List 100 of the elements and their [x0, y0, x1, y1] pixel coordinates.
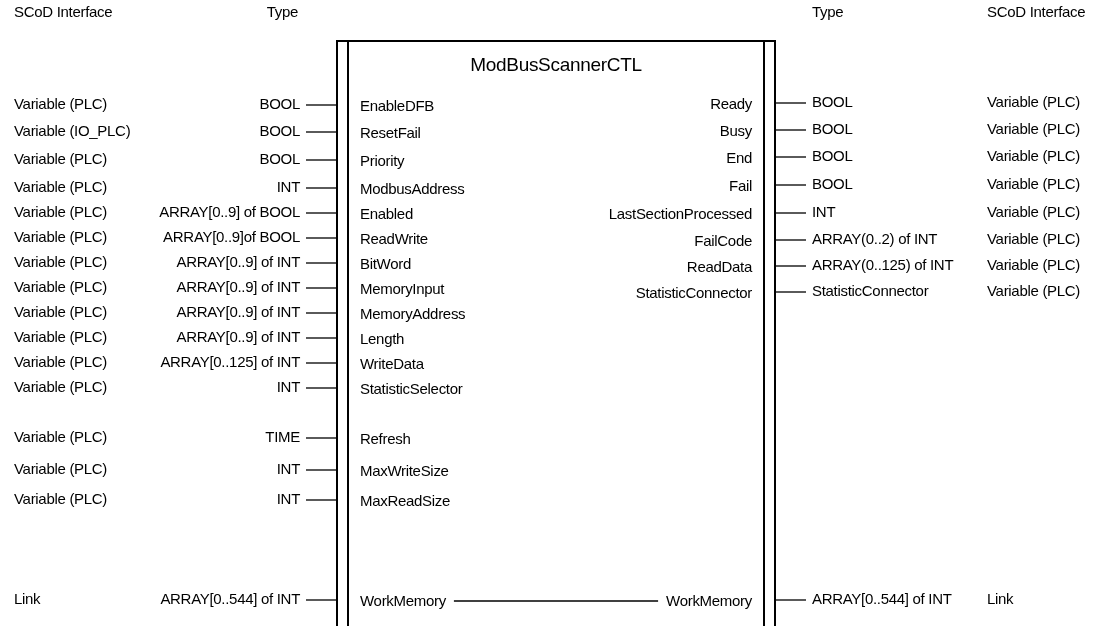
data-type: ARRAY[0..9] of INT: [176, 328, 306, 346]
interface-label: Variable (PLC): [14, 353, 108, 371]
data-type: BOOL: [806, 120, 853, 138]
wire: [305, 599, 337, 601]
input-pin-name: MemoryAddress: [336, 305, 474, 323]
wire: [775, 129, 807, 131]
input-pin-name: WriteData: [336, 355, 432, 373]
wire: [775, 291, 807, 293]
data-type: BOOL: [259, 150, 306, 168]
interface-label: Variable (PLC): [14, 253, 108, 271]
input-pin-name: Priority: [336, 152, 413, 170]
wire: [305, 287, 337, 289]
data-type: BOOL: [259, 95, 306, 113]
interface-label: Variable (PLC): [987, 230, 1081, 248]
column-header: Type: [812, 3, 844, 21]
output-pin-name: FailCode: [686, 232, 776, 250]
data-type: ARRAY[0..544] of INT: [806, 590, 952, 608]
wire: [305, 337, 337, 339]
wire: [775, 239, 807, 241]
interface-label: Variable (PLC): [14, 278, 108, 296]
input-pin-name: ResetFail: [336, 124, 429, 142]
wire: [305, 387, 337, 389]
wire: [305, 312, 337, 314]
input-pin-name: Enabled: [336, 205, 421, 223]
interface-label: Variable (PLC): [14, 203, 108, 221]
wire: [775, 102, 807, 104]
wire: [305, 469, 337, 471]
wire: [775, 156, 807, 158]
output-pin-name: End: [718, 149, 776, 167]
input-pin-name: MemoryInput: [336, 280, 453, 298]
input-pin-name: EnableDFB: [336, 97, 442, 115]
data-type: StatisticConnector: [806, 282, 929, 300]
wire: [775, 599, 807, 601]
wire: [305, 104, 337, 106]
input-pin-name: Length: [336, 330, 413, 348]
column-header: SCoD Interface: [14, 3, 113, 21]
wire: [305, 159, 337, 161]
interface-label: Variable (PLC): [14, 178, 108, 196]
input-pin-name: MaxReadSize: [336, 492, 459, 510]
data-type: INT: [276, 460, 306, 478]
interface-label: Variable (PLC): [987, 147, 1081, 165]
wire: [775, 265, 807, 267]
data-type: ARRAY(0..125) of INT: [806, 256, 954, 274]
wire: [305, 237, 337, 239]
input-pin-name: StatisticSelector: [336, 380, 471, 398]
interface-label: Variable (PLC): [14, 228, 108, 246]
data-type: ARRAY[0..9]of BOOL: [163, 228, 306, 246]
data-type: TIME: [265, 428, 306, 446]
wire: [305, 187, 337, 189]
interface-label: Variable (PLC): [14, 95, 108, 113]
output-pin-name: Fail: [721, 177, 776, 195]
output-pin-name: Ready: [702, 95, 776, 113]
interface-label: Variable (PLC): [14, 303, 108, 321]
wire: [453, 600, 659, 602]
column-header: Type: [266, 3, 298, 21]
data-type: INT: [806, 203, 836, 221]
wire: [305, 262, 337, 264]
output-pin-name: ReadData: [678, 258, 776, 276]
interface-label: Variable (PLC): [987, 256, 1081, 274]
interface-label: Variable (IO_PLC): [14, 122, 131, 140]
input-pin-name: MaxWriteSize: [336, 462, 457, 480]
wire: [305, 131, 337, 133]
interface-label: Variable (PLC): [987, 120, 1081, 138]
block-title: ModBusScannerCTL: [469, 56, 643, 74]
data-type: ARRAY[0..125] of INT: [160, 353, 306, 371]
data-type: BOOL: [806, 93, 853, 111]
data-type: ARRAY[0..9] of INT: [176, 253, 306, 271]
interface-label: Variable (PLC): [987, 175, 1081, 193]
input-pin-name: ReadWrite: [336, 230, 436, 248]
wire: [305, 499, 337, 501]
data-type: BOOL: [259, 122, 306, 140]
data-type: ARRAY[0..9] of INT: [176, 278, 306, 296]
input-pin-name: BitWord: [336, 255, 419, 273]
wire: [305, 362, 337, 364]
interface-label: Variable (PLC): [14, 150, 108, 168]
interface-label: Variable (PLC): [14, 428, 108, 446]
data-type: INT: [276, 490, 306, 508]
data-type: ARRAY[0..544] of INT: [160, 590, 306, 608]
data-type: INT: [276, 378, 306, 396]
data-type: INT: [276, 178, 306, 196]
wire: [775, 184, 807, 186]
interface-label: Variable (PLC): [14, 460, 108, 478]
interface-label: Variable (PLC): [987, 203, 1081, 221]
wire: [305, 212, 337, 214]
input-pin-name: WorkMemory: [336, 592, 454, 610]
data-type: BOOL: [806, 147, 853, 165]
function-block: [336, 40, 776, 626]
interface-label: Variable (PLC): [987, 93, 1081, 111]
data-type: ARRAY(0..2) of INT: [806, 230, 938, 248]
interface-label: Variable (PLC): [14, 490, 108, 508]
input-pin-name: Refresh: [336, 430, 419, 448]
output-pin-name: WorkMemory: [658, 592, 776, 610]
interface-label: Link: [14, 590, 41, 608]
wire: [305, 437, 337, 439]
interface-label: Link: [987, 590, 1014, 608]
data-type: ARRAY[0..9] of INT: [176, 303, 306, 321]
input-pin-name: ModbusAddress: [336, 180, 473, 198]
interface-label: Variable (PLC): [14, 328, 108, 346]
output-pin-name: Busy: [711, 122, 776, 140]
interface-label: Variable (PLC): [987, 282, 1081, 300]
